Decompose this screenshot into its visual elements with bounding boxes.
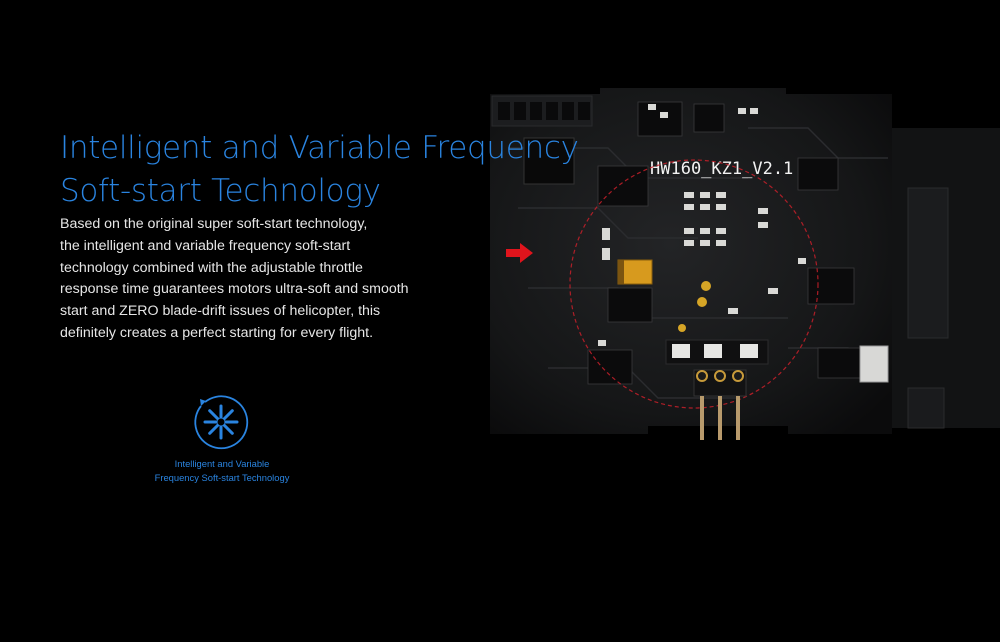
description-paragraph: Based on the original super soft-start t…: [60, 214, 440, 345]
description-line: Based on the original super soft-start t…: [60, 216, 368, 232]
feature-caption-line-1: Intelligent and Variable: [174, 458, 270, 469]
description-line: the intelligent and variable frequency s…: [60, 237, 351, 254]
description-line: definitely creates a perfect starting fo…: [60, 324, 374, 341]
headline: Intelligent and Variable Frequency Soft-…: [60, 127, 579, 213]
red-pointer-arrow-icon: [505, 241, 535, 270]
esc-circuit-board-image: HW160_KZ1_V2.1: [488, 88, 1000, 440]
board-silkscreen-label: HW160_KZ1_V2.1: [650, 159, 793, 179]
feature-caption-line-2: Frequency Soft-start Technology: [154, 471, 290, 483]
description-line: start and ZERO blade-drift issues of hel…: [60, 303, 381, 320]
headline-line-2: Soft-start Technology: [60, 173, 381, 209]
description-line: response time guarantees motors ultra-so…: [60, 281, 409, 298]
headline-line-1: Intelligent and Variable Frequency: [60, 130, 579, 166]
description-line: technology combined with the adjustable …: [60, 259, 363, 276]
soft-start-burst-icon: [192, 393, 250, 456]
feature-caption: Intelligent and Variable Frequency Soft-…: [120, 457, 324, 484]
